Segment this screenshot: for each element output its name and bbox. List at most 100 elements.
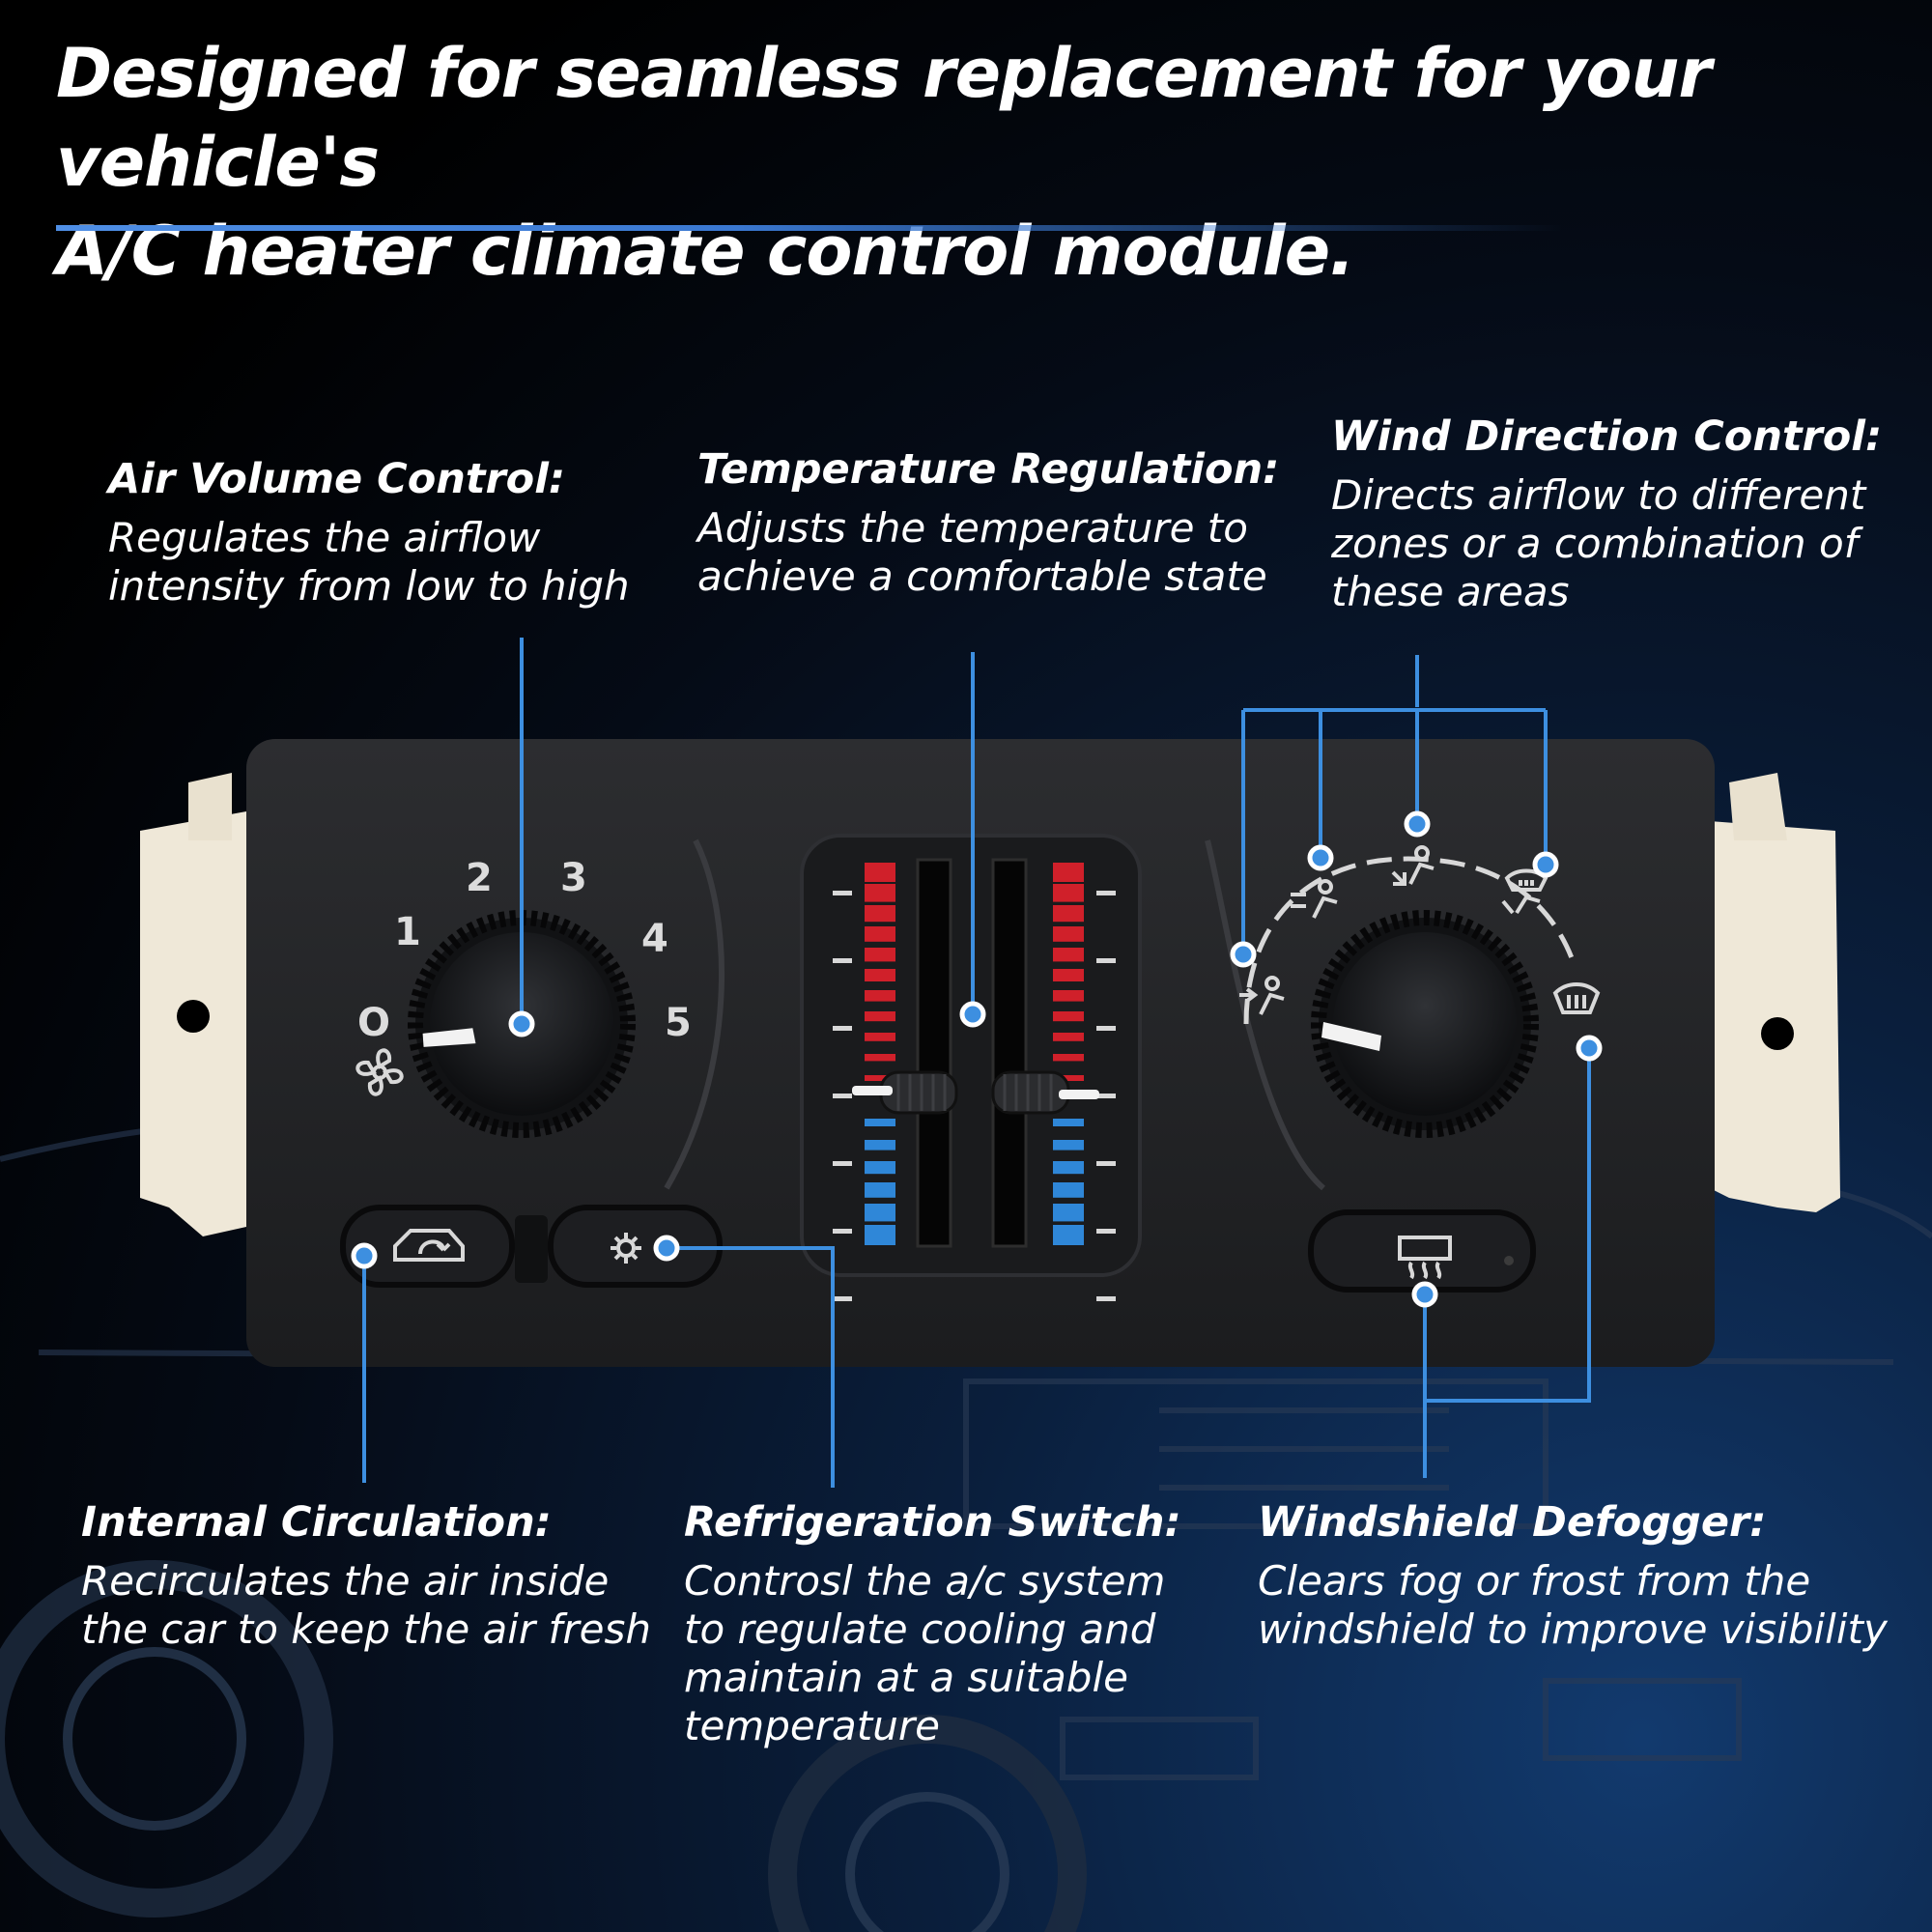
temperature-scale	[833, 863, 1116, 1301]
hot-indicator-segment	[1053, 863, 1084, 882]
cold-indicator-segment	[865, 1204, 895, 1222]
callout-line: Recirculates the air inside	[81, 1557, 610, 1605]
floor-defrost-icon	[1501, 868, 1548, 915]
headline: Designed for seamless replacement for yo…	[56, 29, 1911, 296]
callout-line: Controsl the a/c system	[684, 1557, 1166, 1605]
scale-tick	[1096, 1026, 1116, 1031]
callout-defogger: Windshield Defogger: Clears fog or frost…	[1258, 1495, 1888, 1654]
fan-label-4: 4	[641, 917, 668, 961]
callout-description: Controsl the a/c system to regulate cool…	[684, 1557, 1181, 1750]
headline-underline	[56, 225, 1563, 231]
scale-tick	[1096, 1229, 1116, 1234]
callout-description: Recirculates the air inside the car to k…	[81, 1557, 651, 1654]
callout-lines	[362, 638, 1591, 1488]
cold-indicator-segment	[865, 1182, 895, 1198]
callout-description: Adjusts the temperature to achieve a com…	[697, 504, 1279, 601]
rear-defrost-icon	[1398, 1236, 1452, 1280]
hot-indicator-segment	[1053, 884, 1084, 902]
callout-title: Wind Direction Control:	[1331, 412, 1883, 461]
left-temperature-slider[interactable]	[852, 1070, 958, 1115]
hot-indicator-segment	[865, 969, 895, 981]
scale-tick	[1096, 958, 1116, 963]
hot-indicator-segment	[865, 926, 895, 942]
bilevel-icon	[1291, 879, 1338, 919]
callout-title: Temperature Regulation:	[697, 445, 1280, 494]
callout-refrigeration: Refrigeration Switch: Controsl the a/c s…	[684, 1495, 1181, 1750]
right-mounting-bracket	[1710, 773, 1840, 1212]
hot-indicator-segment	[865, 1054, 895, 1062]
left-slider-track	[916, 858, 952, 1248]
callout-description: Regulates the airflow intensity from low…	[108, 514, 630, 611]
scale-tick	[1096, 1094, 1116, 1098]
fan-label-2: 2	[466, 856, 493, 900]
hot-indicator-segment	[865, 905, 895, 923]
fan-label-0: O	[357, 1001, 390, 1045]
cold-indicator-segment	[1053, 1140, 1084, 1151]
ac-button[interactable]	[548, 1205, 723, 1288]
hot-indicator-segment	[865, 990, 895, 1002]
cold-indicator-segment	[1053, 1119, 1084, 1126]
hot-indicator-segment	[1053, 1054, 1084, 1062]
hot-indicator-segment	[865, 1075, 895, 1081]
callout-line: maintain at a suitable	[684, 1654, 1128, 1701]
hot-indicator-segment	[865, 1033, 895, 1041]
cold-indicator-segment	[865, 1161, 895, 1175]
hot-indicator-segment	[865, 948, 895, 962]
callout-line: to regulate cooling and	[684, 1605, 1156, 1653]
callout-temperature: Temperature Regulation: Adjusts the temp…	[697, 442, 1279, 601]
hot-indicator-segment	[1053, 1033, 1084, 1041]
callout-line: intensity from low to high	[108, 562, 630, 610]
cold-indicator-segment	[865, 1140, 895, 1151]
callout-line: Clears fog or frost from the	[1258, 1557, 1811, 1605]
cold-indicator-segment	[1053, 1225, 1084, 1245]
mode-arc	[1243, 856, 1577, 1025]
callout-dots	[351, 810, 1603, 1308]
cold-indicator-segment	[1053, 1182, 1084, 1198]
air-direction-knob[interactable]	[1311, 910, 1539, 1138]
scale-tick	[833, 1161, 852, 1166]
fan-label-1: 1	[394, 910, 421, 954]
hot-indicator-segment	[1053, 948, 1084, 962]
recirculation-button[interactable]	[340, 1205, 515, 1288]
cold-indicator-segment	[865, 1225, 895, 1245]
callout-line: windshield to improve visibility	[1258, 1605, 1888, 1653]
callout-line: achieve a comfortable state	[697, 553, 1267, 600]
scale-tick	[833, 1094, 852, 1098]
hot-indicator-segment	[1053, 990, 1084, 1002]
scale-tick	[833, 891, 852, 895]
scale-tick	[833, 958, 852, 963]
scale-tick	[1096, 891, 1116, 895]
callout-line: Directs airflow to different	[1331, 471, 1866, 519]
callout-title: Windshield Defogger:	[1258, 1498, 1767, 1547]
defrost-icon	[1552, 982, 1601, 1014]
headline-line-2: A/C heater climate control module.	[56, 212, 1355, 291]
callout-wind-direction: Wind Direction Control: Directs airflow …	[1331, 410, 1882, 616]
callout-line: Adjusts the temperature to	[697, 504, 1248, 552]
headline-line-1: Designed for seamless replacement for yo…	[56, 34, 1712, 202]
cold-indicator-segment	[865, 1119, 895, 1126]
hot-indicator-segment	[1053, 969, 1084, 981]
ac-snowflake-icon	[611, 1233, 641, 1264]
callout-title: Air Volume Control:	[108, 455, 566, 503]
callout-internal-circulation: Internal Circulation: Recirculates the a…	[81, 1495, 651, 1654]
callout-line: zones or a combination of	[1331, 520, 1859, 567]
hot-indicator-segment	[1053, 1011, 1084, 1022]
hot-indicator-segment	[1053, 1075, 1084, 1081]
hot-indicator-segment	[1053, 926, 1084, 942]
scale-tick	[833, 1026, 852, 1031]
callout-title: Internal Circulation:	[81, 1498, 552, 1547]
hot-indicator-segment	[865, 884, 895, 902]
hot-indicator-segment	[865, 1011, 895, 1022]
fan-icon	[355, 1048, 404, 1096]
button-divider	[515, 1215, 548, 1283]
fan-label-5: 5	[665, 1001, 692, 1045]
hot-indicator-segment	[865, 863, 895, 882]
scale-tick	[1096, 1296, 1116, 1301]
cold-indicator-segment	[1053, 1161, 1084, 1175]
callout-description: Clears fog or frost from the windshield …	[1258, 1557, 1888, 1654]
callout-description: Directs airflow to different zones or a …	[1331, 471, 1882, 616]
rear-defrost-button[interactable]	[1308, 1209, 1536, 1293]
callout-line: the car to keep the air fresh	[81, 1605, 651, 1653]
right-temperature-slider[interactable]	[991, 1070, 1099, 1115]
